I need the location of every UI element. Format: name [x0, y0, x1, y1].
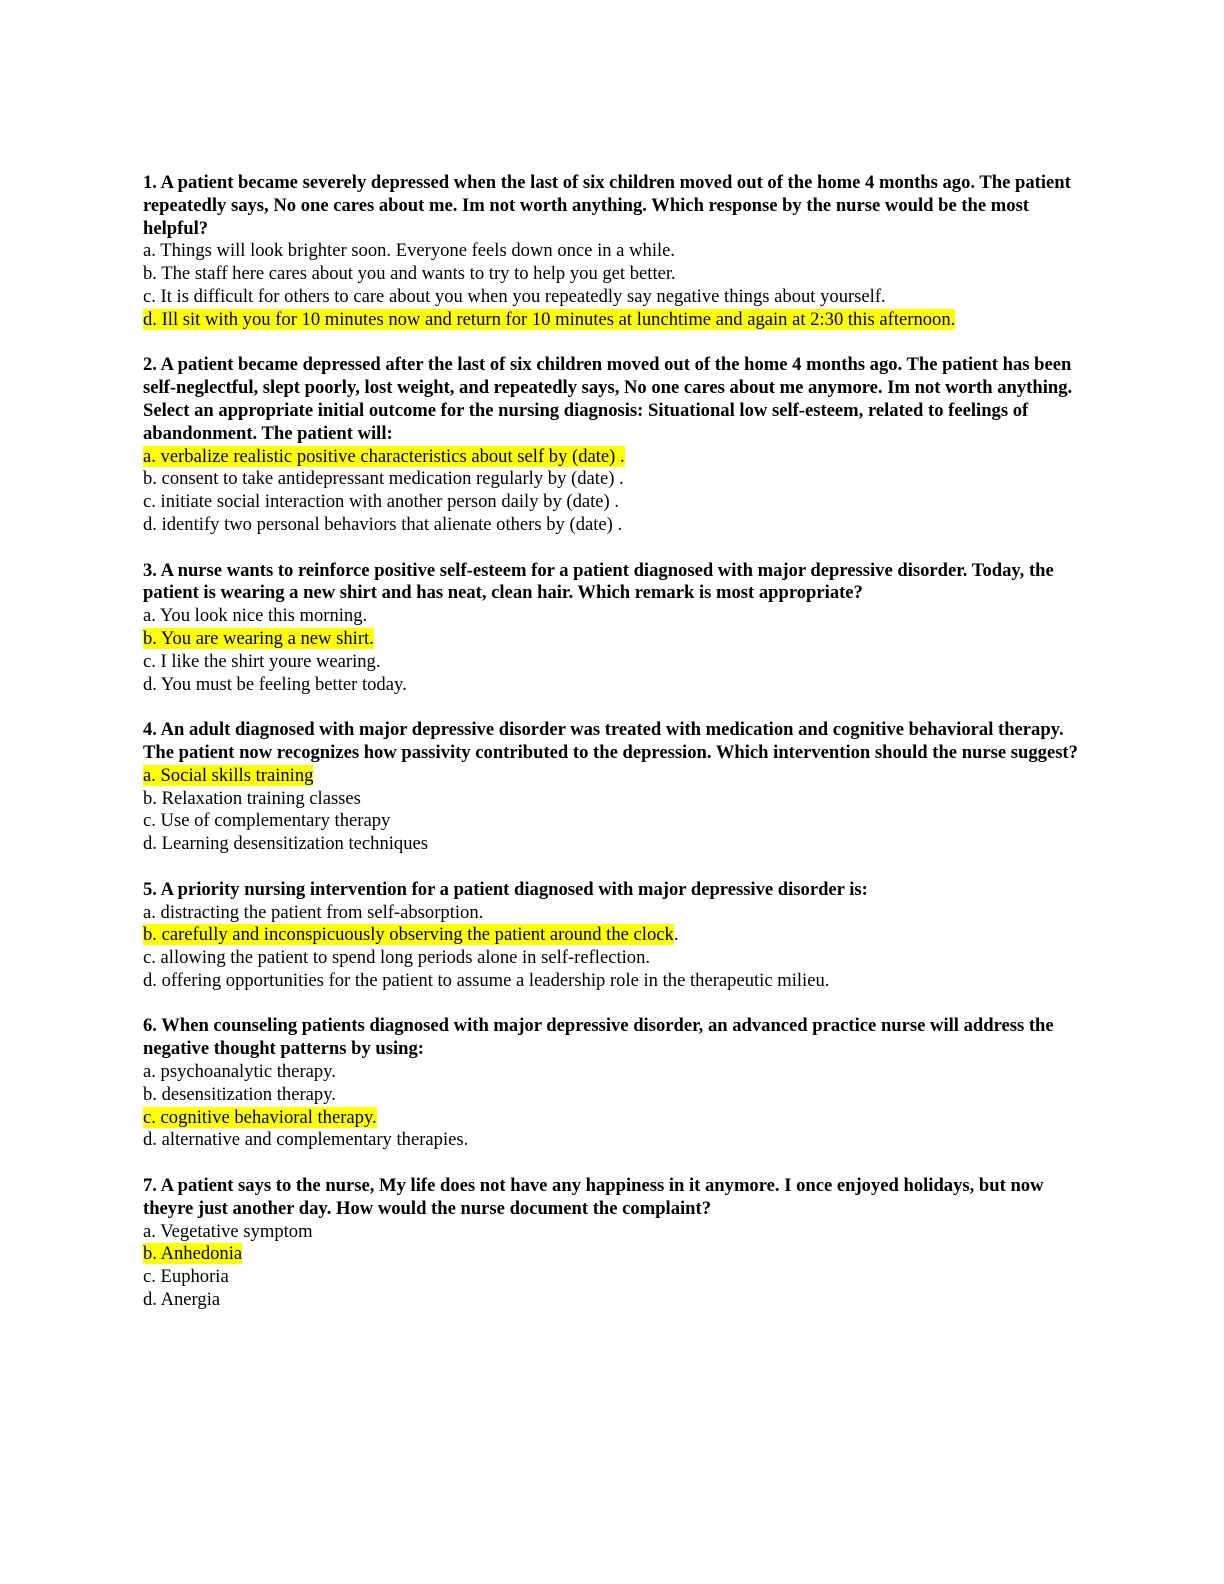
answer-text: c. It is difficult for others to care ab…	[143, 285, 886, 307]
answer-option: b. carefully and inconspicuously observi…	[143, 924, 1084, 947]
answer-text: a. psychoanalytic therapy.	[143, 1061, 336, 1083]
question-1: 1. A patient became severely depressed w…	[143, 172, 1084, 332]
answer-option: b. The staff here cares about you and wa…	[143, 263, 1084, 286]
question-7: 7. A patient says to the nurse, My life …	[143, 1175, 1084, 1312]
answer-text: a. Things will look brighter soon. Every…	[143, 240, 676, 262]
answer-option: c. Euphoria	[143, 1266, 1084, 1289]
answer-option: a. psychoanalytic therapy.	[143, 1061, 1084, 1084]
highlighted-answer-text: a. Social skills training	[143, 764, 314, 786]
question-2: 2. A patient became depressed after the …	[143, 354, 1084, 536]
answer-text: d. Anergia	[143, 1289, 221, 1311]
question-6: 6. When counseling patients diagnosed wi…	[143, 1015, 1084, 1152]
answer-option: d. Learning desensitization techniques	[143, 833, 1084, 856]
highlighted-answer-text: b. You are wearing a new shirt.	[143, 627, 374, 649]
answer-text: c. allowing the patient to spend long pe…	[143, 947, 651, 969]
answer-option: b. consent to take antidepressant medica…	[143, 468, 1084, 491]
answer-option: d. alternative and complementary therapi…	[143, 1129, 1084, 1152]
question-stem: 7. A patient says to the nurse, My life …	[143, 1175, 1044, 1219]
answer-option: d. You must be feeling better today.	[143, 674, 1084, 697]
answer-option: b. You are wearing a new shirt.	[143, 627, 1084, 651]
answer-text: d. offering opportunities for the patien…	[143, 969, 830, 991]
answer-option: b. Relaxation training classes	[143, 788, 1084, 811]
answer-text: d. alternative and complementary therapi…	[143, 1129, 469, 1151]
answer-option: b. Anhedonia	[143, 1243, 1084, 1266]
question-4: 4. An adult diagnosed with major depress…	[143, 719, 1084, 856]
answer-option: d. identify two personal behaviors that …	[143, 514, 1084, 537]
question-stem: 4. An adult diagnosed with major depress…	[143, 719, 1078, 763]
answer-option: b. desensitization therapy.	[143, 1084, 1084, 1107]
question-stem: 2. A patient became depressed after the …	[143, 354, 1073, 444]
question-stem: 1. A patient became severely depressed w…	[143, 172, 1071, 239]
question-stem: 3. A nurse wants to reinforce positive s…	[143, 559, 1054, 604]
question-stem: 5. A priority nursing intervention for a…	[143, 878, 868, 900]
answer-text: d. You must be feeling better today.	[143, 673, 407, 695]
answer-text: c. I like the shirt youre wearing.	[143, 650, 381, 672]
question-list: 1. A patient became severely depressed w…	[143, 172, 1084, 1312]
answer-option: a. Social skills training	[143, 764, 1084, 788]
question-5: 5. A priority nursing intervention for a…	[143, 879, 1084, 993]
answer-option: a. verbalize realistic positive characte…	[143, 445, 1084, 469]
answer-option: c. initiate social interaction with anot…	[143, 491, 1084, 514]
answer-text: c. Euphoria	[143, 1266, 229, 1288]
highlighted-answer-text: c. cognitive behavioral therapy.	[143, 1106, 377, 1128]
answer-option: a. Vegetative symptom	[143, 1221, 1084, 1244]
answer-text: b. Relaxation training classes	[143, 787, 361, 809]
highlighted-answer-text: d. Ill sit with you for 10 minutes now a…	[143, 308, 956, 330]
highlighted-answer-text: b. Anhedonia	[143, 1243, 243, 1265]
answer-text: b. desensitization therapy.	[143, 1083, 336, 1105]
highlighted-answer-text: a. verbalize realistic positive characte…	[143, 445, 625, 467]
answer-text: a. You look nice this morning.	[143, 605, 368, 627]
answer-option: d. offering opportunities for the patien…	[143, 970, 1084, 993]
answer-option: c. allowing the patient to spend long pe…	[143, 947, 1084, 970]
answer-text: b. The staff here cares about you and wa…	[143, 263, 676, 285]
answer-text: a. Vegetative symptom	[143, 1220, 313, 1242]
answer-suffix: .	[673, 924, 679, 946]
answer-option: d. Ill sit with you for 10 minutes now a…	[143, 308, 1084, 332]
question-3: 3. A nurse wants to reinforce positive s…	[143, 560, 1084, 697]
answer-text: a. distracting the patient from self-abs…	[143, 901, 484, 923]
answer-option: c. It is difficult for others to care ab…	[143, 286, 1084, 309]
answer-text: d. Learning desensitization techniques	[143, 833, 429, 855]
answer-option: a. distracting the patient from self-abs…	[143, 902, 1084, 925]
answer-option: d. Anergia	[143, 1289, 1084, 1312]
answer-text: c. initiate social interaction with anot…	[143, 491, 620, 513]
question-stem: 6. When counseling patients diagnosed wi…	[143, 1015, 1054, 1060]
highlighted-answer-text: b. carefully and inconspicuously observi…	[143, 924, 674, 946]
answer-option: c. Use of complementary therapy	[143, 810, 1084, 833]
answer-text: c. Use of complementary therapy	[143, 810, 391, 832]
answer-option: a. Things will look brighter soon. Every…	[143, 240, 1084, 263]
answer-option: c. I like the shirt youre wearing.	[143, 651, 1084, 674]
answer-text: b. consent to take antidepressant medica…	[143, 468, 624, 490]
answer-text: d. identify two personal behaviors that …	[143, 513, 623, 535]
answer-option: a. You look nice this morning.	[143, 605, 1084, 628]
answer-option: c. cognitive behavioral therapy.	[143, 1106, 1084, 1130]
